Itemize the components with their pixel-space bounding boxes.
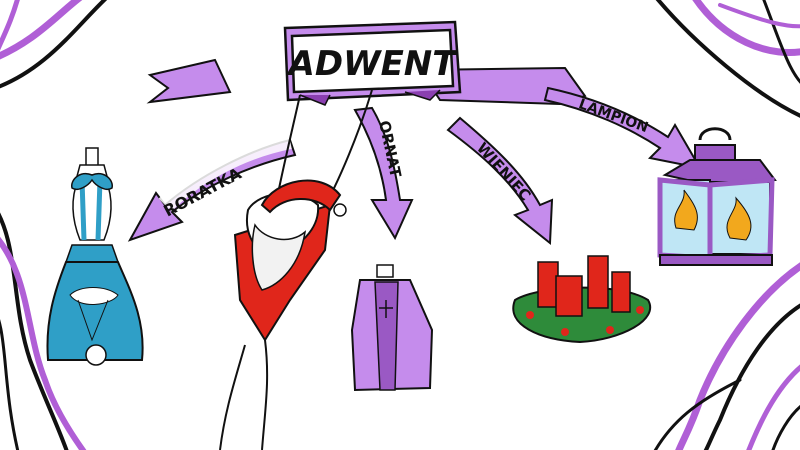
branch-arrow-ornat: ORNAT <box>353 106 414 241</box>
branch-arrow-lampion: LAMPION <box>543 86 702 170</box>
lantern-icon <box>657 127 777 266</box>
title-banner: ADWENT <box>146 20 587 106</box>
roratka-lantern-icon <box>46 147 144 366</box>
branch-arrow-wieniec: WIENIEC <box>446 116 554 246</box>
title-text: ADWENT <box>286 44 459 84</box>
branch-label-lampion: LAMPION <box>576 96 650 136</box>
advent-wreath-icon <box>512 255 652 344</box>
chasuble-icon <box>350 264 434 392</box>
branch-label-wieniec: WIENIEC <box>473 139 534 204</box>
hanging-santa-icon <box>219 89 373 450</box>
